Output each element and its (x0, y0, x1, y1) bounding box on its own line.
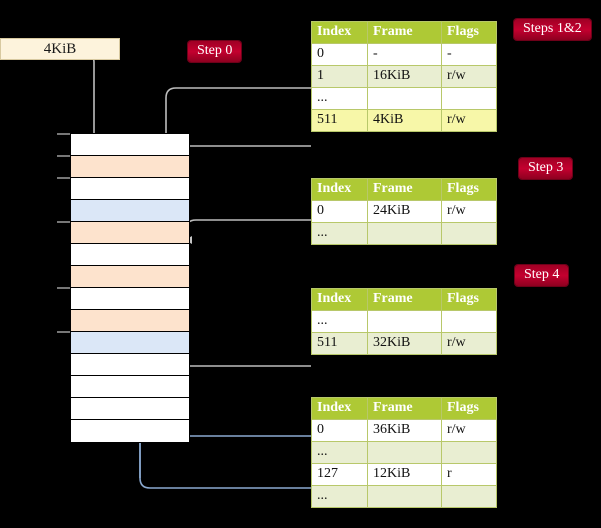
cell-frame (367, 441, 442, 464)
cell-index: 511 (311, 332, 368, 355)
column-header-index: Index (311, 178, 368, 201)
cell-flags: - (441, 43, 497, 66)
cell-flags (441, 222, 497, 245)
column-header-index: Index (311, 397, 368, 420)
wire-steps12-b (175, 140, 311, 157)
table-row: 0-- (311, 43, 497, 66)
wire-step3-source (185, 219, 311, 244)
cell-index: 511 (311, 109, 368, 132)
cell-frame: - (367, 43, 442, 66)
badge-step-3: Step 3 (519, 158, 573, 179)
memory-frame-row (71, 178, 189, 200)
cell-flags (441, 87, 497, 110)
column-header-index: Index (311, 21, 368, 44)
cell-index: 0 (311, 200, 368, 223)
source-address-label: 4KiB (43, 40, 77, 57)
memory-tick (57, 331, 70, 333)
cell-flags: r/w (441, 200, 497, 223)
memory-frame-row (71, 332, 189, 354)
cell-frame (367, 87, 442, 110)
cell-flags (441, 485, 497, 508)
memory-frame-row (71, 222, 189, 244)
memory-frame-row (71, 398, 189, 420)
column-header-flags: Flags (441, 288, 497, 311)
memory-frame-row (71, 420, 189, 442)
table-row: ... (311, 441, 497, 464)
cell-frame: 4KiB (367, 109, 442, 132)
cell-frame: 36KiB (367, 419, 442, 442)
column-header-frame: Frame (367, 21, 442, 44)
cell-frame (367, 310, 442, 333)
cell-index: 1 (311, 65, 368, 88)
cell-frame (367, 485, 442, 508)
cell-index: 0 (311, 419, 368, 442)
column-header-frame: Frame (367, 178, 442, 201)
cell-flags: r (441, 463, 497, 486)
memory-tick (57, 177, 70, 179)
memory-frame-row (71, 134, 189, 156)
memory-tick (57, 133, 70, 135)
table-row: ... (311, 310, 497, 333)
cell-frame (367, 222, 442, 245)
memory-tick (57, 221, 70, 223)
memory-frame-row (71, 376, 189, 398)
cell-index: ... (311, 222, 368, 245)
badge-step-0: Step 0 (188, 41, 242, 62)
table-row: ... (311, 87, 497, 110)
physical-memory-column (70, 133, 190, 443)
cell-flags: r/w (441, 109, 497, 132)
cell-frame: 16KiB (367, 65, 442, 88)
cell-index: ... (311, 441, 368, 464)
memory-frame-row (71, 266, 189, 288)
memory-frame-row (71, 354, 189, 376)
cell-flags: r/w (441, 65, 497, 88)
table-row: ... (311, 485, 497, 508)
column-header-flags: Flags (441, 178, 497, 201)
cell-index: ... (311, 87, 368, 110)
cell-index: ... (311, 310, 368, 333)
column-header-flags: Flags (441, 397, 497, 420)
cell-flags: r/w (441, 332, 497, 355)
cell-index: 0 (311, 43, 368, 66)
memory-frame-row (71, 244, 189, 266)
cell-flags (441, 441, 497, 464)
column-header-frame: Frame (367, 397, 442, 420)
cell-flags: r/w (441, 419, 497, 442)
cell-flags (441, 310, 497, 333)
table-row: ... (311, 222, 497, 245)
memory-tick (57, 287, 70, 289)
badge-step-4: Step 4 (515, 265, 569, 286)
column-header-frame: Frame (367, 288, 442, 311)
cell-frame: 24KiB (367, 200, 442, 223)
cell-frame: 32KiB (367, 332, 442, 355)
cell-index: ... (311, 485, 368, 508)
memory-tick (57, 155, 70, 157)
memory-frame-row (71, 156, 189, 178)
source-address-box: 4KiB (0, 38, 120, 60)
memory-frame-row (71, 310, 189, 332)
memory-frame-row (71, 288, 189, 310)
cell-index: 127 (311, 463, 368, 486)
column-header-flags: Flags (441, 21, 497, 44)
column-header-index: Index (311, 288, 368, 311)
cell-frame: 12KiB (367, 463, 442, 486)
badge-steps-1-2: Steps 1&2 (514, 19, 591, 40)
memory-frame-row (71, 200, 189, 222)
